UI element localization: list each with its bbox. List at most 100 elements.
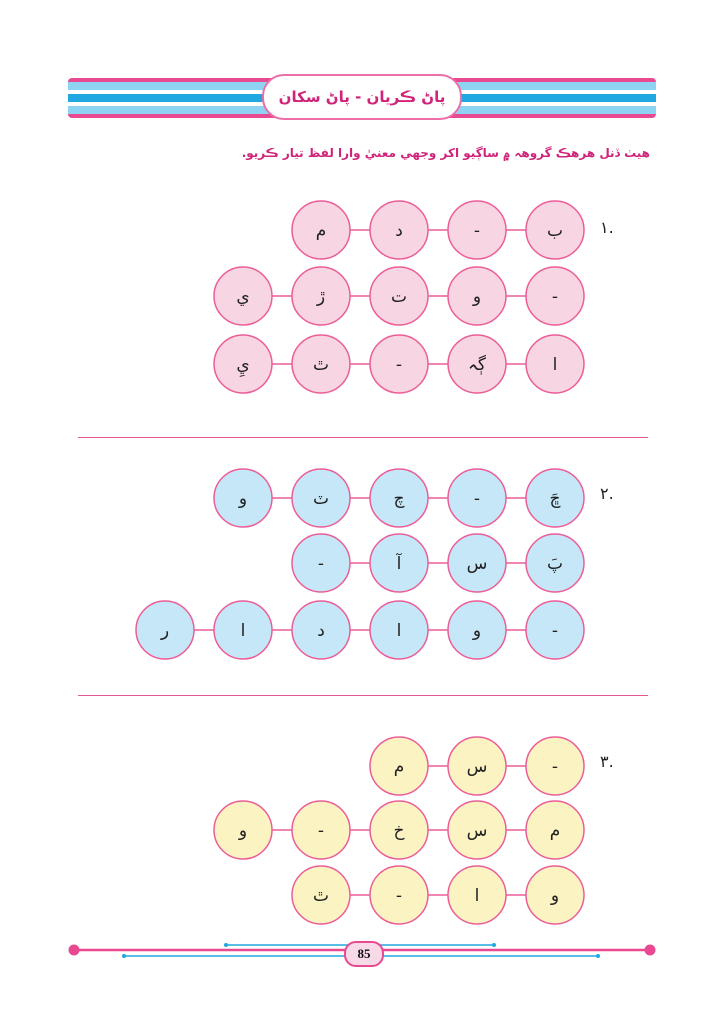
letter-text: ب [547, 221, 563, 241]
letter-circle [369, 533, 429, 593]
instruction-text: هيٺ ڏنل هرهڪ گروهہ ۾ ساڳيو اکر وجهي معني… [241, 146, 650, 160]
letter-text: و [238, 821, 247, 841]
letter-circle [291, 800, 351, 860]
letter-circle [213, 266, 273, 326]
letter-text: ٿ [313, 355, 329, 375]
letter-circle [447, 334, 507, 394]
letter-circle [213, 468, 273, 528]
letter-circle [213, 800, 273, 860]
letter-circle [369, 468, 429, 528]
letter-circle [525, 600, 585, 660]
letter-circle [525, 468, 585, 528]
exercise-number-2: ٢. [600, 484, 614, 503]
letter-text: - [552, 287, 558, 307]
letter-circle [447, 468, 507, 528]
letter-text: ا [241, 621, 246, 641]
letter-circle [369, 800, 429, 860]
letter-circle [525, 334, 585, 394]
letter-text: - [318, 821, 324, 841]
letter-text: س [467, 821, 488, 841]
letter-text: و [238, 489, 247, 509]
letter-circle [369, 865, 429, 925]
letter-row: ڇَ - چ ٽ و [213, 468, 585, 528]
page-number-text: 85 [357, 946, 371, 961]
letter-row: وا-ٿ [291, 865, 585, 925]
letter-circle [213, 334, 273, 394]
letter-text: ا [553, 355, 558, 375]
letter-text: ي [236, 287, 249, 307]
letter-row: پَ س آ - [291, 533, 585, 593]
letter-circle [369, 736, 429, 796]
letter-text: و [472, 621, 481, 641]
letter-text: ا [475, 886, 480, 906]
letter-text: چ [394, 489, 405, 509]
letter-circle [369, 200, 429, 260]
letter-text: - [552, 621, 558, 641]
page-title-text: پاڻ ڪريان - پاڻ سکان [278, 88, 446, 106]
letter-text: م [394, 757, 405, 777]
letter-circle [447, 200, 507, 260]
letter-text: م [316, 221, 327, 241]
letter-circle [447, 600, 507, 660]
letter-text: ٽ [313, 489, 329, 509]
letter-circle [291, 600, 351, 660]
letter-text: س [467, 554, 488, 574]
letter-text: - [318, 554, 324, 574]
letter-circle [291, 266, 351, 326]
letter-text: ت [391, 287, 407, 307]
letter-circle [447, 533, 507, 593]
page-title: پاڻ ڪريان - پاڻ سکان [262, 74, 462, 120]
letter-text: آ [396, 552, 403, 574]
letter-circle [525, 266, 585, 326]
letter-text: - [396, 355, 402, 375]
letter-text: د [317, 621, 325, 641]
letter-text: ر [160, 621, 169, 641]
section-divider [78, 437, 648, 438]
letter-text: ا [397, 621, 402, 641]
letter-row: ا ڳہ - ٿ يِ [213, 334, 585, 394]
letter-circle [291, 468, 351, 528]
letter-circle [447, 800, 507, 860]
letter-circle [369, 334, 429, 394]
letter-circle [525, 533, 585, 593]
letter-text: و [550, 886, 559, 906]
letter-circle [369, 600, 429, 660]
letter-text: يِ [236, 355, 249, 378]
letter-text: خ [394, 821, 405, 841]
letter-text: ٿ [313, 886, 329, 906]
letter-text: ڇَ [550, 489, 561, 509]
letter-circle [213, 600, 273, 660]
letter-circle [291, 334, 351, 394]
letter-circle [291, 200, 351, 260]
letter-circle [447, 865, 507, 925]
exercise-number-1: ١. [600, 218, 614, 237]
letter-text: - [474, 489, 480, 509]
letter-text: - [474, 221, 480, 241]
letter-text: پَ [547, 554, 563, 574]
letter-circle [369, 266, 429, 326]
letter-text: س [467, 757, 488, 777]
letter-circle [525, 736, 585, 796]
letter-text: - [396, 886, 402, 906]
letter-circle [291, 533, 351, 593]
letter-row: -سم [369, 736, 585, 796]
letter-text: و [472, 287, 481, 307]
letter-circle [135, 600, 195, 660]
letter-text: د [395, 221, 403, 241]
letter-circle [525, 800, 585, 860]
letter-text: ڳہ [468, 354, 487, 375]
letter-circle [525, 200, 585, 260]
letter-text: - [552, 757, 558, 777]
letter-text: م [550, 821, 561, 841]
exercise-number-3: ٣. [600, 752, 614, 771]
letter-row: ب-دم [291, 200, 585, 260]
letter-circle [447, 266, 507, 326]
letter-text: ڙ [316, 287, 325, 307]
letter-circle [291, 865, 351, 925]
letter-row: مسخ-و [213, 800, 585, 860]
letter-circle [447, 736, 507, 796]
section-divider [78, 695, 648, 696]
